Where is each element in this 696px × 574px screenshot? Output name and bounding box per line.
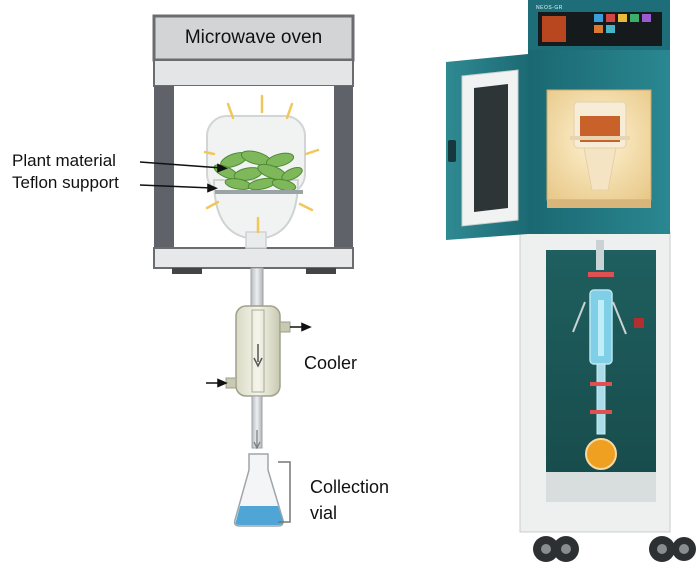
teflon-support-label: Teflon support	[12, 173, 119, 192]
collection-vial	[233, 453, 284, 527]
equipment-photo	[446, 0, 696, 562]
oven-title: Microwave oven	[184, 27, 323, 48]
microwave-oven-schematic	[139, 14, 355, 527]
vial-label: vial	[310, 503, 338, 523]
panel-thumbnail	[542, 16, 566, 42]
oven-base	[153, 247, 354, 269]
open-door	[446, 54, 528, 240]
cart-wheels	[533, 536, 696, 562]
coolant-arrows	[206, 322, 312, 388]
vial-bracket	[278, 461, 291, 523]
cooler-label: Cooler	[304, 353, 358, 373]
collection-label: Collection	[310, 477, 390, 497]
photo-vessel	[570, 101, 630, 191]
plant-material-label: Plant material	[12, 151, 116, 170]
panel-brand-text: NEOS-GR	[536, 5, 563, 11]
oven-left-pillar	[154, 86, 174, 252]
label-arrows	[139, 161, 229, 193]
oven-right-pillar	[334, 86, 353, 252]
oven-foot-left	[172, 268, 202, 274]
teflon-support-plate	[215, 190, 303, 194]
cooler-condenser	[225, 305, 291, 397]
oven-top-slab	[153, 59, 354, 87]
microwave-rays	[203, 94, 320, 234]
plant-material-leaves	[213, 150, 303, 192]
oven-foot-right	[306, 268, 336, 274]
panel-app-icons	[594, 14, 651, 33]
photo-condenser	[572, 240, 644, 470]
